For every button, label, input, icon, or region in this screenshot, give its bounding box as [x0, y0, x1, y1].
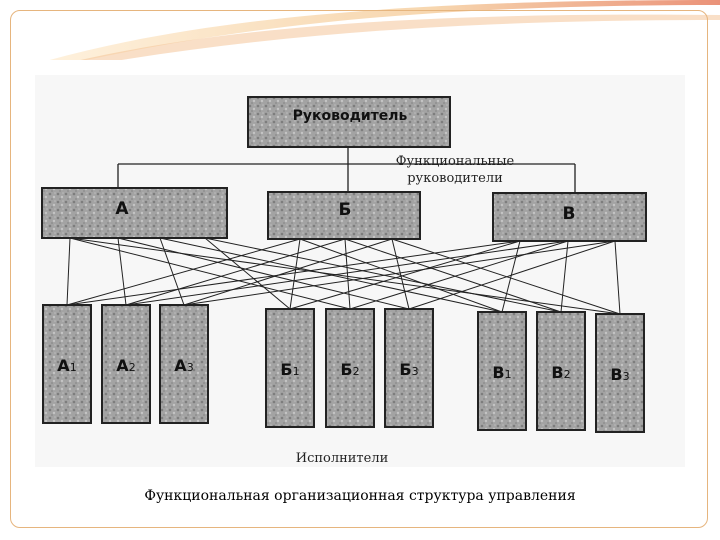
functional-note-line2: руководители	[407, 171, 503, 186]
executors-label: Исполнители	[296, 451, 389, 466]
executor-index: 1	[505, 368, 512, 381]
manager-label-a: А	[115, 199, 129, 219]
executor-index: 1	[70, 361, 77, 374]
manager-label-b: Б	[339, 200, 352, 220]
functional-note-line1: Функциональные	[396, 154, 515, 169]
executor-box-v1: В1	[478, 312, 526, 430]
executor-box-a3: А3	[160, 305, 208, 423]
slide-caption: Функциональная организационная структура…	[0, 488, 720, 504]
executor-box-v2: В2	[537, 312, 585, 430]
executor-index: 2	[129, 361, 136, 374]
executor-box-a1: А1	[43, 305, 91, 423]
manager-box-a: А	[42, 188, 227, 238]
executor-box-b1: Б1	[266, 309, 314, 427]
executor-index: 2	[353, 365, 360, 378]
executor-index: 2	[564, 368, 571, 381]
manager-label-v: В	[563, 204, 576, 224]
manager-box-v: В	[493, 193, 646, 241]
director-box: Руководитель	[248, 97, 450, 147]
executor-box-b3: Б3	[385, 309, 433, 427]
executor-index: 3	[623, 370, 630, 383]
manager-box-b: Б	[268, 192, 420, 239]
executor-index: 3	[412, 365, 419, 378]
executor-box-v3: В3	[596, 314, 644, 432]
executor-box-b2: Б2	[326, 309, 374, 427]
executor-index: 1	[293, 365, 300, 378]
executor-index: 3	[187, 361, 194, 374]
director-label: Руководитель	[293, 108, 408, 124]
executor-box-a2: А2	[102, 305, 150, 423]
